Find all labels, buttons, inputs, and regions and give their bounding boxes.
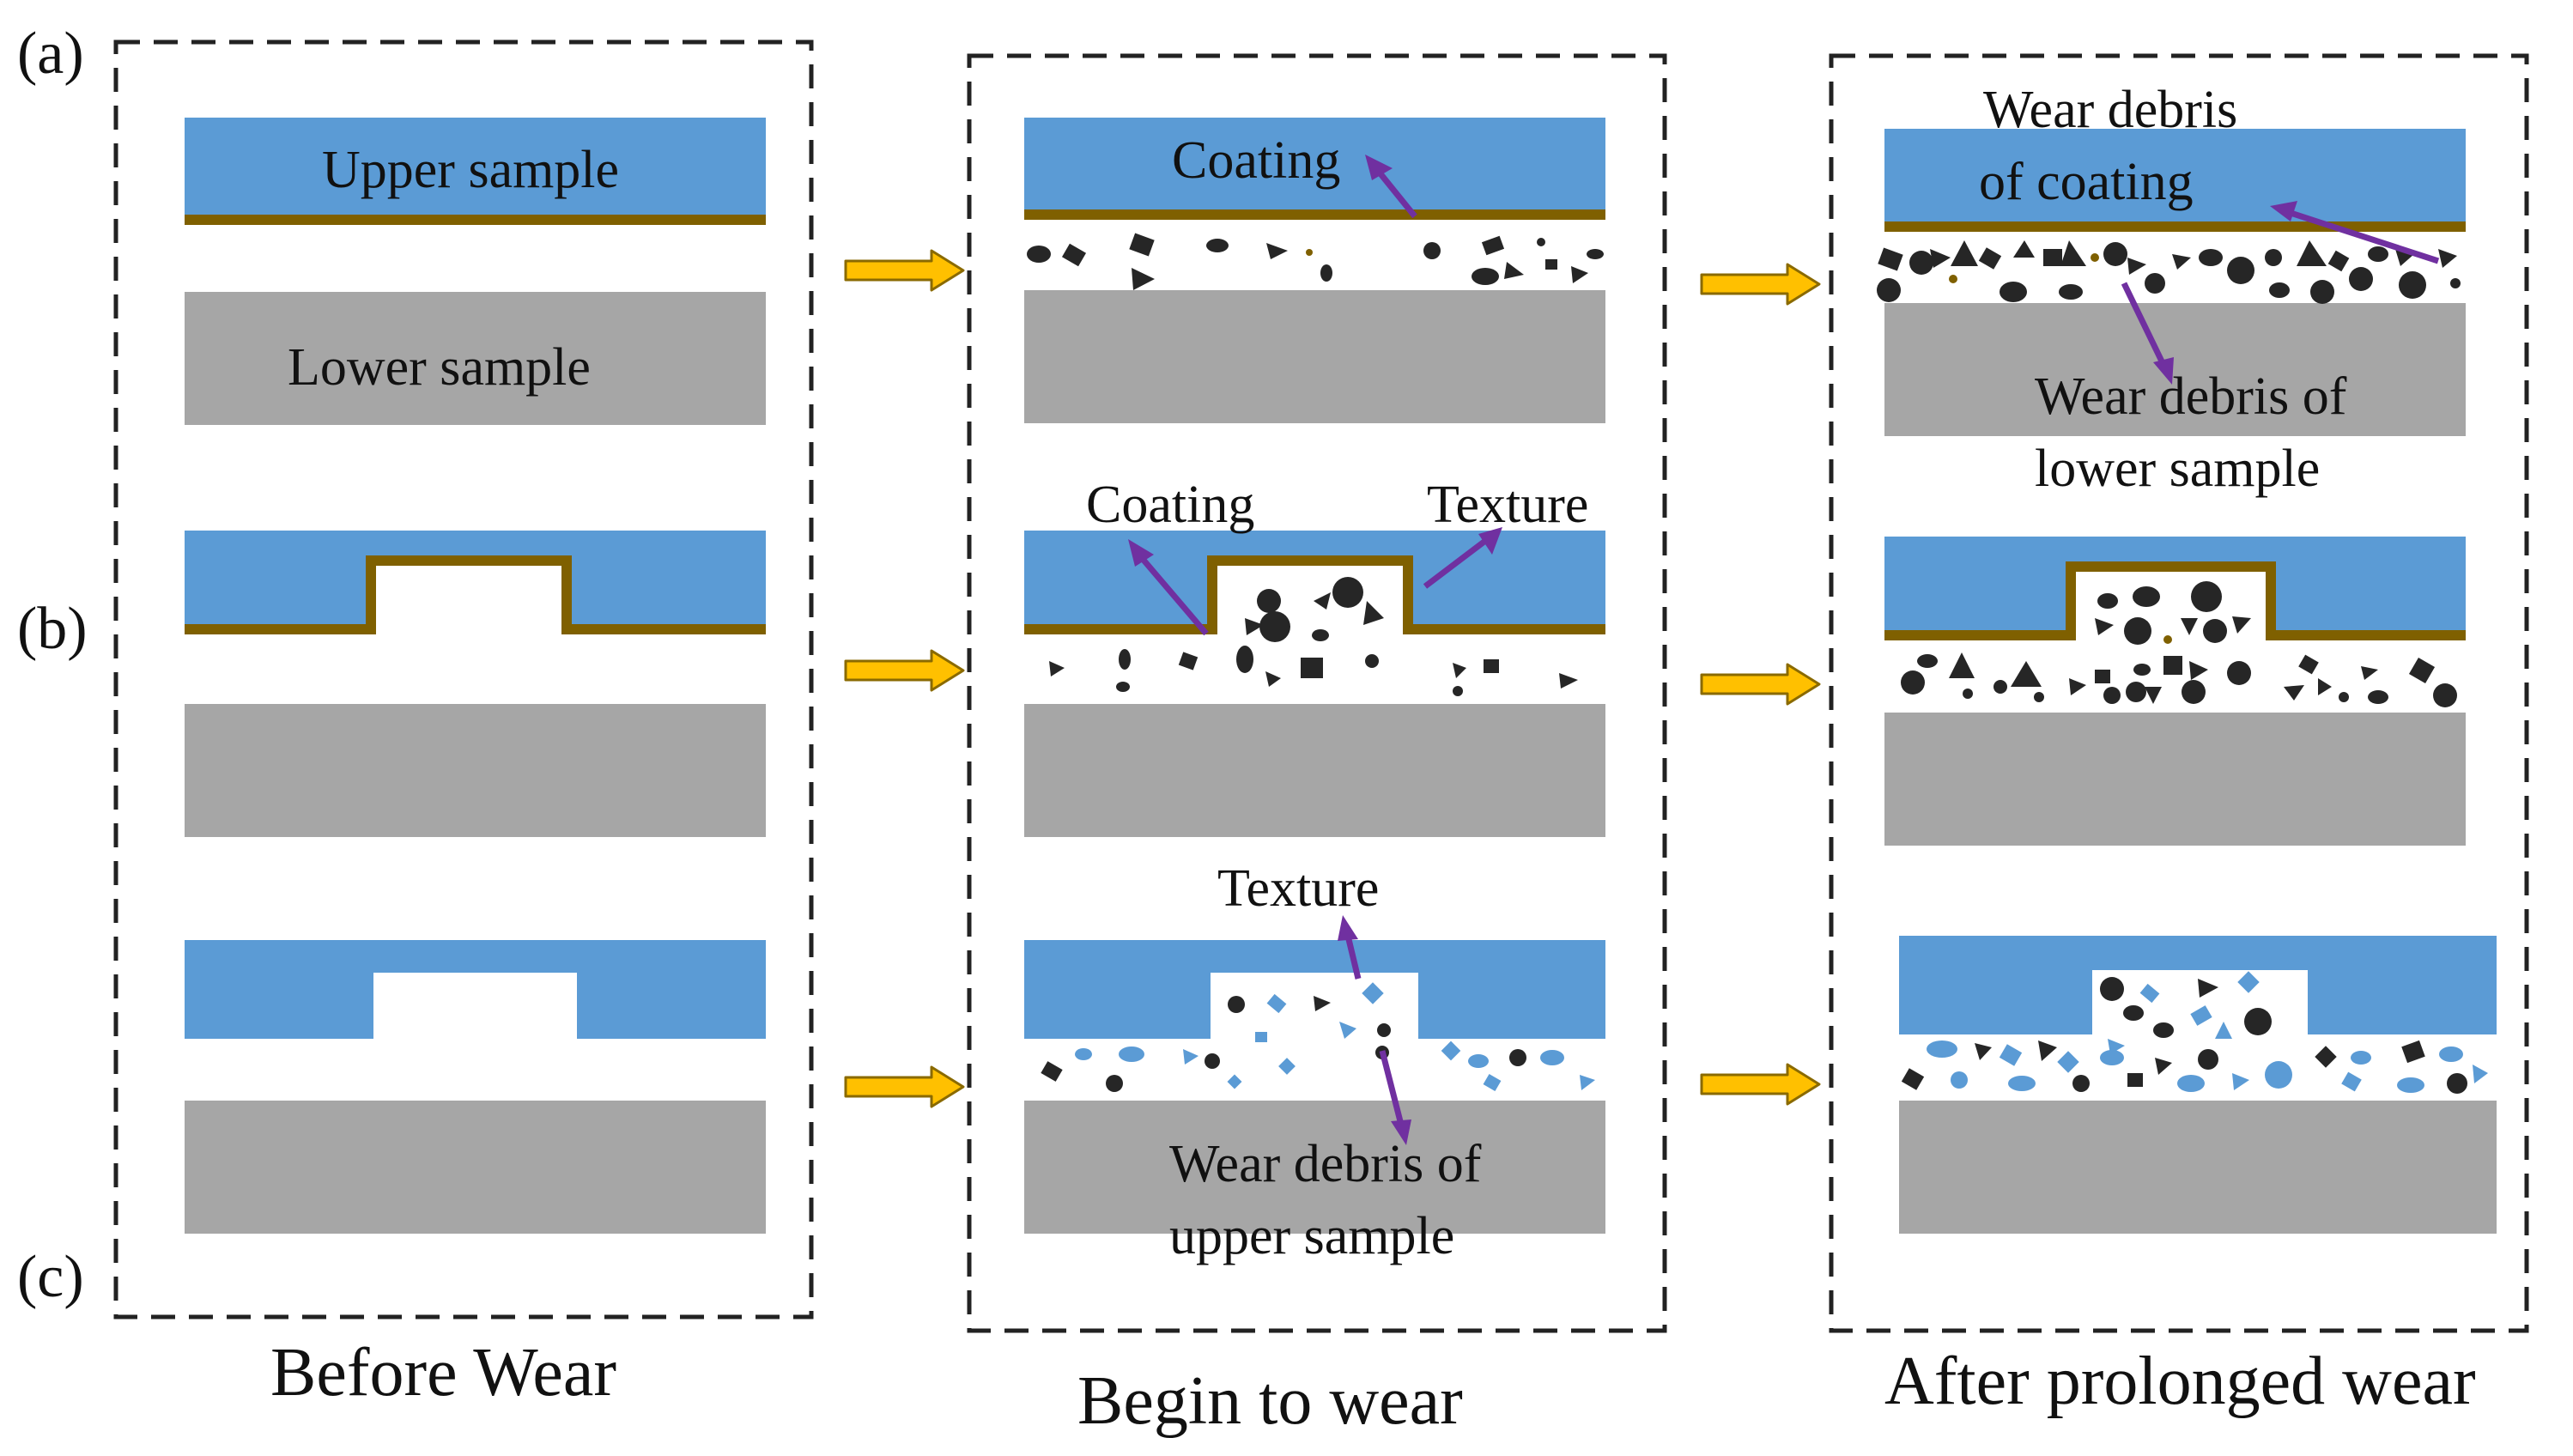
wear-debris-dense-mixed	[2100, 971, 2272, 1054]
callout-arrow-wear-debris-upper	[1379, 1050, 1405, 1125]
panel-frames	[113, 39, 2529, 1333]
caption-after-prolonged-wear: After prolonged wear	[1884, 1344, 2476, 1419]
coating-layer	[185, 215, 766, 225]
lower-sample-block	[185, 1101, 766, 1234]
coating-label-b: Coating	[1086, 476, 1254, 534]
caption-begin-to-wear: Begin to wear	[1077, 1363, 1463, 1439]
lower-sample-block	[185, 704, 766, 837]
wear-debris-gap-mixed	[1041, 1040, 1595, 1092]
lower-sample-block	[1024, 1101, 1605, 1234]
begin-wear-row-c: Texture Wear debris of upper sample	[1024, 859, 1605, 1265]
lower-sample-block	[1899, 1101, 2497, 1234]
coating-label-a: Coating	[1172, 131, 1340, 190]
wear-debris-mixed	[1228, 982, 1391, 1042]
callout-arrowhead	[1478, 527, 1502, 555]
upper-sample-textured	[1884, 537, 2466, 635]
upper-sample-textured	[185, 531, 766, 629]
begin-wear-row-b: Coating Texture	[1024, 476, 1605, 837]
upper-sample-label: Upper sample	[322, 141, 619, 199]
wear-debris-sparse	[1027, 233, 1604, 290]
callout-arrowhead	[1391, 1119, 1411, 1145]
callout-arrow-texture-c	[1344, 935, 1362, 980]
after-wear-row-a: Wear debris of coating Wear debris of lo…	[1877, 81, 2466, 498]
callout-arrow-coating	[1376, 169, 1417, 219]
flow-arrow-c-1	[844, 1065, 965, 1108]
callout-arrow-wear-debris-coating	[2289, 209, 2440, 264]
wear-debris-gap	[1049, 646, 1578, 696]
wear-debris-dense	[1877, 240, 2461, 304]
wear-debris-coating-label-1: Wear debris	[1983, 81, 2237, 139]
lower-sample-label: Lower sample	[288, 338, 591, 397]
upper-sample-textured-uncoated	[1024, 940, 1605, 1039]
callout-arrowhead	[1365, 155, 1393, 180]
wear-debris-upper-label-2: upper sample	[1169, 1207, 1454, 1265]
callout-arrowhead	[1338, 915, 1358, 941]
coating-layer	[1024, 209, 1605, 220]
coating-layer-textured	[1024, 555, 1605, 634]
coating-layer	[1884, 221, 2466, 232]
flow-arrow-a-2	[1700, 263, 1821, 306]
flow-arrows	[844, 249, 1821, 1108]
wear-debris-gap-dense-mixed	[1901, 1040, 2488, 1094]
after-wear-row-b	[1884, 537, 2466, 846]
wear-debris-in-texture	[1245, 577, 1384, 642]
flow-arrow-c-2	[1700, 1063, 1821, 1106]
upper-sample-textured-uncoated	[1899, 936, 2497, 1034]
callout-arrow-wear-debris-lower	[2121, 282, 2167, 367]
upper-sample-block	[1024, 118, 1605, 216]
callout-arrowhead	[2270, 201, 2297, 221]
frame-after-prolonged-wear	[1829, 53, 2529, 1333]
callout-arrow-texture-b	[1423, 538, 1488, 589]
callout-arrowhead	[2153, 357, 2174, 385]
callout-arrow-coating-b	[1139, 555, 1209, 636]
frame-begin-to-wear	[967, 53, 1667, 1333]
lower-sample-block	[1884, 713, 2466, 846]
frame-before-wear	[113, 39, 814, 1320]
wear-debris-dense-texture	[2095, 581, 2251, 645]
after-wear-row-c	[1899, 936, 2497, 1234]
lower-sample-block	[1024, 290, 1605, 423]
lower-sample-block	[185, 292, 766, 425]
row-label-b: (b)	[17, 596, 88, 662]
callout-arrowhead	[1128, 539, 1154, 567]
upper-sample-textured-uncoated	[185, 940, 766, 1039]
upper-sample-block	[185, 118, 766, 216]
coating-layer-textured	[1884, 561, 2466, 640]
row-label-a: (a)	[17, 21, 84, 87]
upper-sample-block	[1884, 129, 2466, 221]
wear-debris-coating-label-2: of coating	[1979, 153, 2194, 211]
before-wear-row-c	[185, 940, 766, 1234]
coating-layer-textured	[185, 555, 766, 634]
wear-debris-lower-label-1: Wear debris of	[2035, 367, 2347, 426]
before-wear-row-b	[185, 531, 766, 837]
lower-sample-block	[1884, 303, 2466, 436]
lower-sample-block	[1024, 704, 1605, 837]
wear-debris-lower-label-2: lower sample	[2035, 440, 2320, 498]
texture-label-b: Texture	[1427, 476, 1588, 534]
row-label-c: (c)	[17, 1244, 84, 1310]
wear-debris-dense-gap	[1901, 652, 2457, 707]
upper-sample-textured	[1024, 531, 1605, 629]
begin-wear-row-a: Coating	[1024, 118, 1605, 423]
caption-before-wear: Before Wear	[270, 1335, 616, 1410]
flow-arrow-b-1	[844, 649, 965, 692]
flow-arrow-b-2	[1700, 663, 1821, 706]
wear-debris-upper-label-1: Wear debris of	[1169, 1135, 1482, 1193]
texture-label-c: Texture	[1217, 859, 1379, 918]
before-wear-row-a: Upper sample Lower sample	[185, 118, 766, 425]
flow-arrow-a-1	[844, 249, 965, 292]
